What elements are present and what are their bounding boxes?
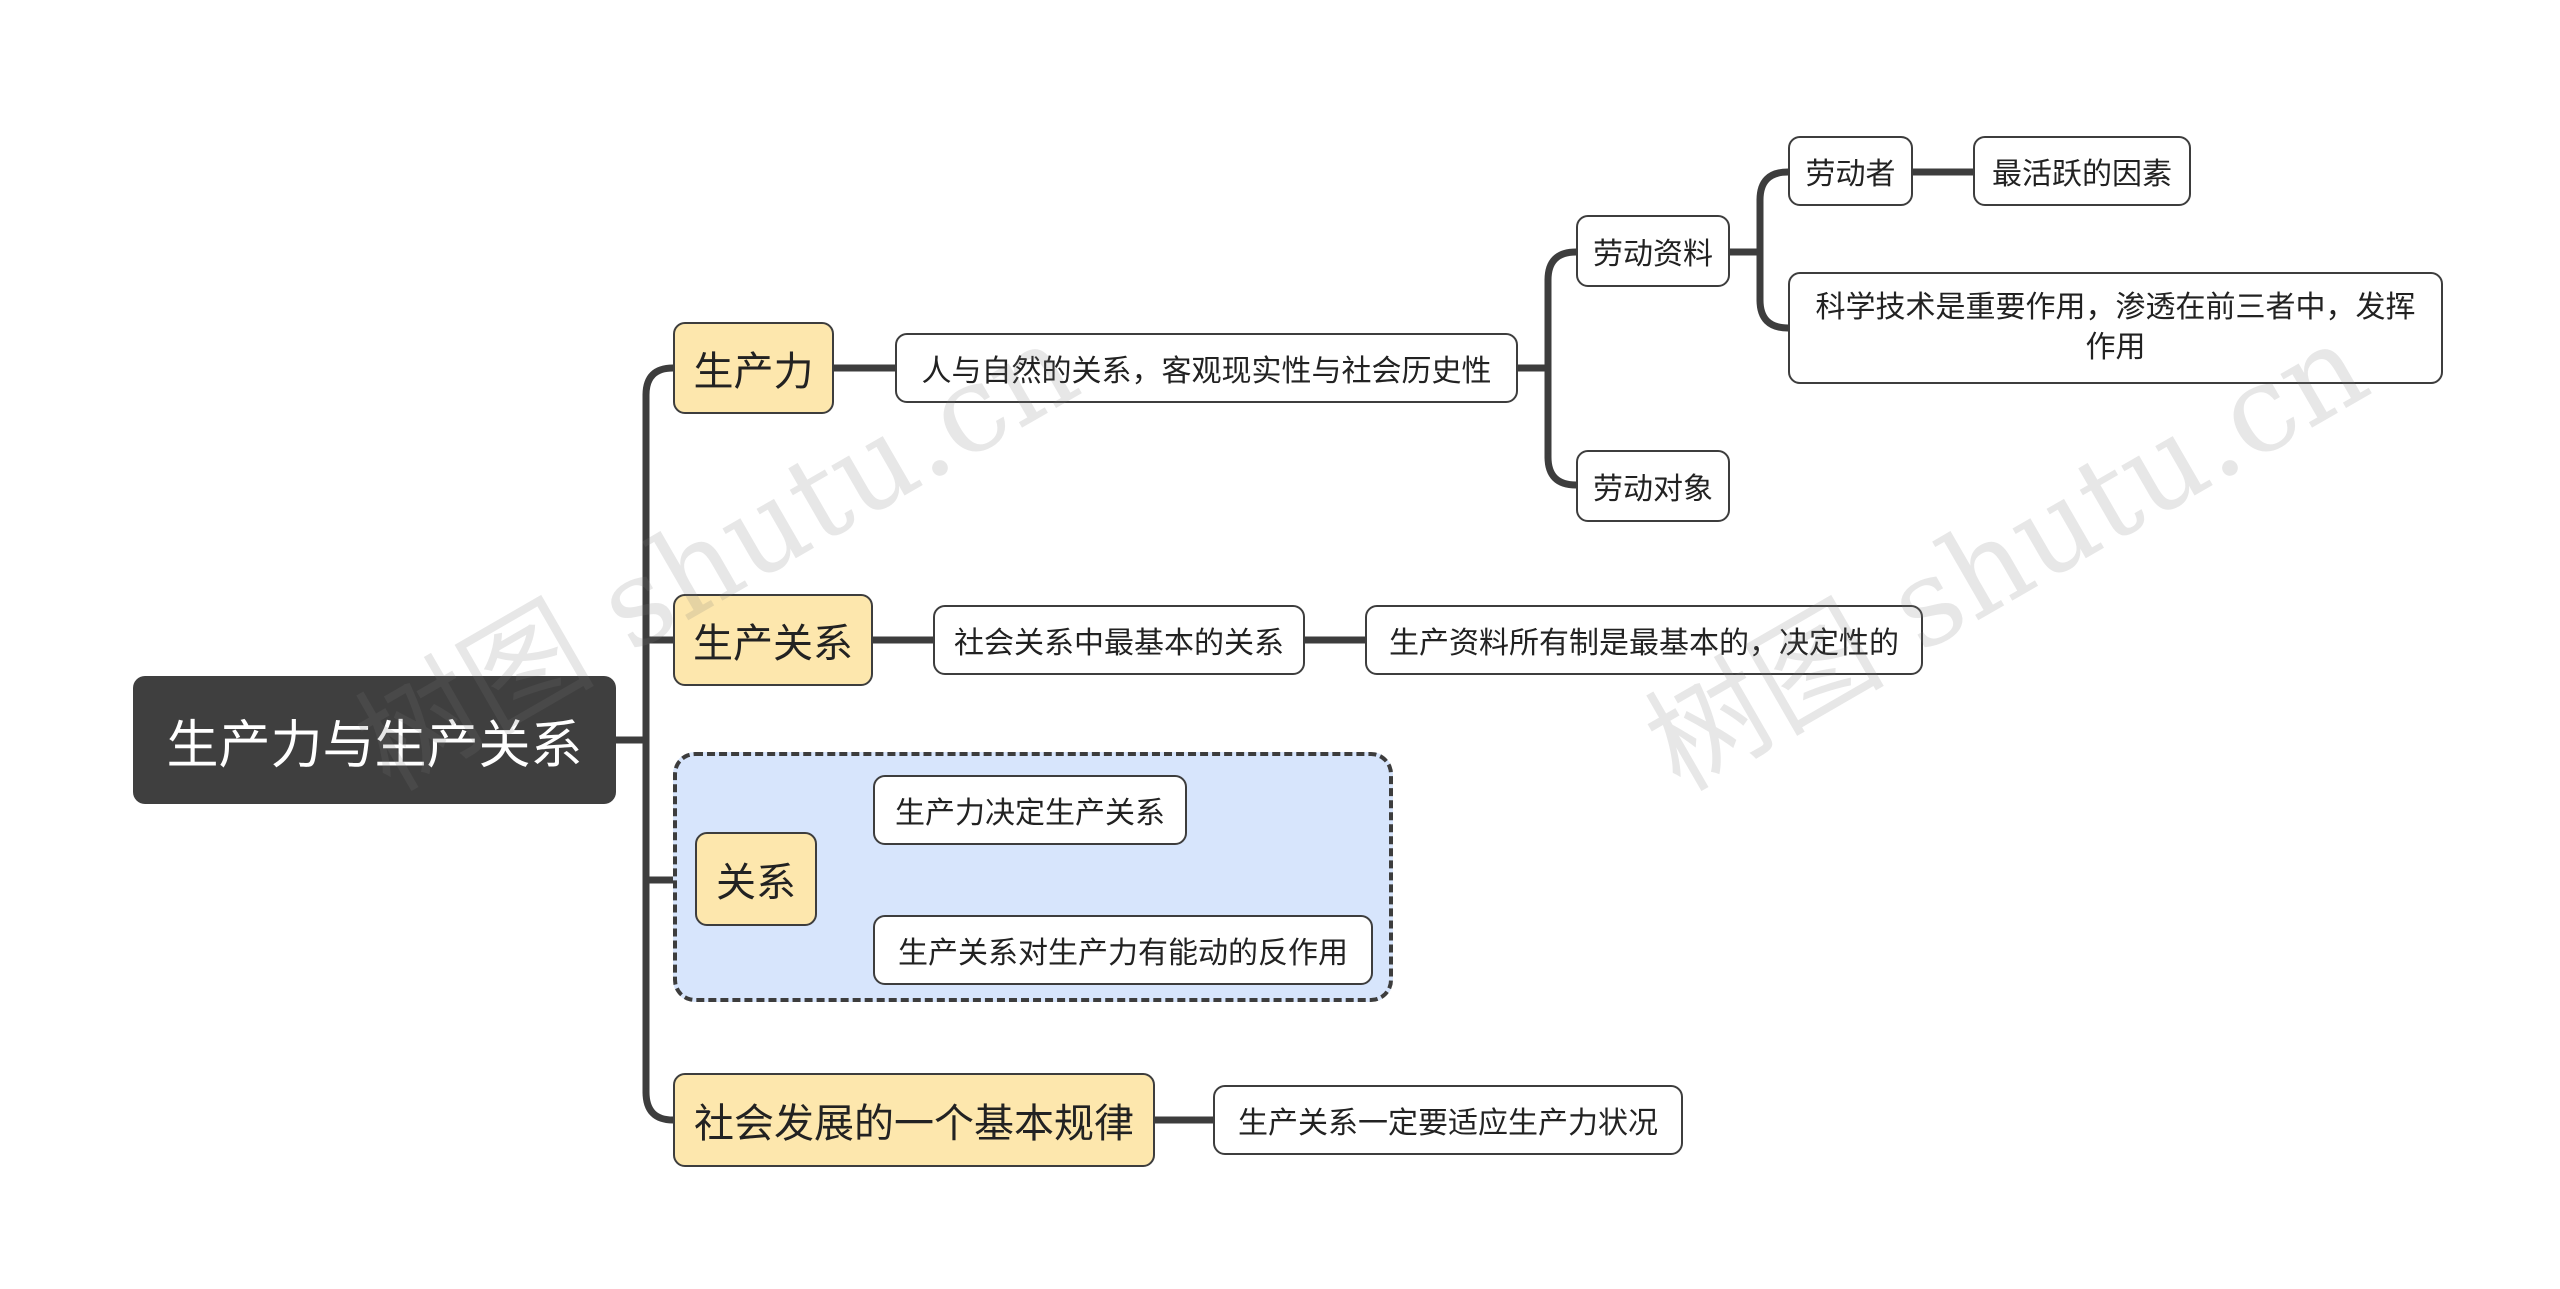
react-node[interactable]: 生产关系对生产力有能动的反作用 — [873, 915, 1373, 985]
decide-node[interactable]: 生产力决定生产关系 — [873, 775, 1187, 845]
branch-social-law[interactable]: 社会发展的一个基本规律 — [673, 1073, 1155, 1167]
ownership-node[interactable]: 生产资料所有制是最基本的，决定性的 — [1365, 605, 1923, 675]
technology-note-node[interactable]: 科学技术是重要作用，渗透在前三者中，发挥作用 — [1788, 272, 2443, 384]
branch-relationship[interactable]: 关系 — [695, 832, 817, 926]
means-of-labor-node[interactable]: 劳动资料 — [1576, 215, 1730, 287]
relations-description[interactable]: 社会关系中最基本的关系 — [933, 605, 1305, 675]
law-description[interactable]: 生产关系一定要适应生产力状况 — [1213, 1085, 1683, 1155]
branch-production-relations[interactable]: 生产关系 — [673, 594, 873, 686]
object-of-labor-node[interactable]: 劳动对象 — [1576, 450, 1730, 522]
laborer-node[interactable]: 劳动者 — [1788, 136, 1913, 206]
root-node[interactable]: 生产力与生产关系 — [133, 676, 616, 804]
laborer-note-node[interactable]: 最活跃的因素 — [1973, 136, 2191, 206]
productivity-description[interactable]: 人与自然的关系，客观现实性与社会历史性 — [895, 333, 1518, 403]
branch-productivity[interactable]: 生产力 — [673, 322, 834, 414]
